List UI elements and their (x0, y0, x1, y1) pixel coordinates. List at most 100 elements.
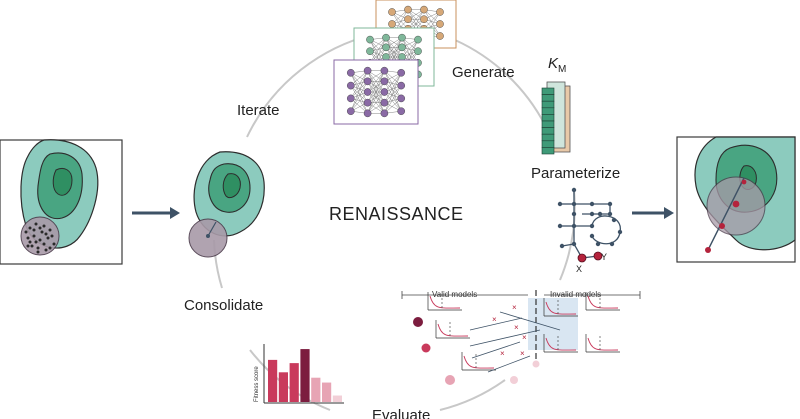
network-node (571, 201, 577, 207)
sample-point (50, 234, 54, 238)
model-dot (532, 360, 540, 368)
nn-node (436, 32, 444, 40)
nn-edge (384, 70, 402, 99)
nn-node (363, 77, 372, 86)
sample-point (32, 228, 36, 232)
rejection-marks: ×××××× (492, 303, 527, 358)
network-node (607, 201, 613, 207)
network-node (611, 217, 617, 223)
nn-node (366, 35, 374, 44)
sample-point (40, 230, 44, 234)
response-plot (543, 334, 578, 353)
sample-point (28, 226, 32, 230)
sample-point (30, 244, 34, 248)
nn-edge (384, 85, 402, 103)
nn-node (380, 98, 389, 107)
initial-landscape-panel (0, 139, 123, 265)
nn-node (366, 47, 374, 56)
sample-points (24, 222, 56, 254)
rejection-mark: × (520, 349, 525, 358)
sample-point (26, 244, 30, 248)
nn-node (346, 94, 355, 103)
network-node (557, 201, 563, 207)
fitness-bar (300, 349, 310, 402)
nn-edge (384, 81, 402, 99)
fitness-bar (278, 372, 288, 402)
response-plot (543, 298, 578, 317)
network-node (559, 243, 565, 249)
nn-node (380, 88, 389, 96)
nn-node (397, 94, 406, 103)
kinetic-vector-cell (541, 133, 555, 142)
kinetic-parameter-vector: K M (541, 55, 571, 155)
sample-point (34, 222, 38, 226)
nn-node (382, 33, 390, 42)
nn-edge (367, 81, 385, 114)
consolidate-label: Consolidate (184, 297, 263, 314)
network-node (589, 201, 595, 207)
nn-node (397, 81, 406, 90)
evaluate-label: Evaluate (372, 407, 430, 419)
nn-edge (407, 9, 425, 29)
response-plot (461, 352, 496, 371)
nn-edge (350, 72, 368, 114)
nn-node (346, 69, 355, 77)
valid-models-label: Valid models (432, 290, 477, 299)
sample-point (46, 236, 50, 240)
model-dot (413, 317, 423, 327)
kinetic-vector-cells (541, 87, 555, 155)
nn-node (436, 20, 444, 28)
nn-node (346, 107, 355, 115)
nn-edge (350, 72, 368, 93)
nn-node (398, 33, 406, 42)
kinetic-k-subscript: M (558, 64, 566, 75)
invalid-models-label: Invalid models (550, 290, 601, 299)
nn-node (388, 20, 396, 28)
response-plot (435, 320, 470, 339)
nn-edge (384, 91, 402, 112)
model-dot (510, 376, 518, 384)
rejection-mark: × (512, 303, 517, 312)
sample-point (44, 232, 48, 236)
sample-point (34, 240, 38, 244)
nn-edge (384, 70, 402, 112)
metabolic-network (557, 187, 623, 263)
fitness-score-chart: Fitness score (254, 344, 344, 404)
sample-point (28, 240, 32, 244)
rejection-mark: × (522, 333, 527, 342)
nn-edge (369, 39, 387, 58)
sample-point (44, 248, 48, 252)
network-node (571, 187, 577, 193)
fitness-bar (322, 382, 332, 402)
nn-edge (367, 70, 385, 114)
nn-node (363, 98, 372, 107)
network-node (589, 233, 595, 239)
nn-node (397, 69, 406, 77)
nn-node (404, 15, 412, 24)
nn-edge (350, 81, 368, 99)
nn-node (363, 88, 372, 96)
rejection-mark: × (500, 349, 505, 358)
network-node (557, 223, 563, 229)
kinetic-vector-cell (541, 120, 555, 128)
nn-node (414, 35, 422, 44)
network-node (607, 211, 613, 217)
nn-node (414, 47, 422, 56)
nn-node (436, 8, 444, 16)
nn-edge (350, 85, 368, 114)
evaluation-arrows (469, 311, 561, 373)
sample-point (38, 238, 42, 242)
nn-node (380, 77, 389, 86)
arrow-in (132, 207, 180, 219)
nn-node (380, 109, 389, 118)
nn-node (346, 81, 355, 90)
nn-node (380, 66, 389, 75)
kinetic-vector-cell (541, 140, 555, 148)
generate-label: Generate (452, 64, 515, 81)
final-landscape-panel (676, 136, 796, 263)
nn-node (363, 109, 372, 118)
evaluation-panel: Valid models Invalid models ×××××× (401, 290, 641, 385)
network-node (571, 241, 577, 247)
nn-edge (350, 91, 368, 112)
sample-point (42, 242, 46, 246)
